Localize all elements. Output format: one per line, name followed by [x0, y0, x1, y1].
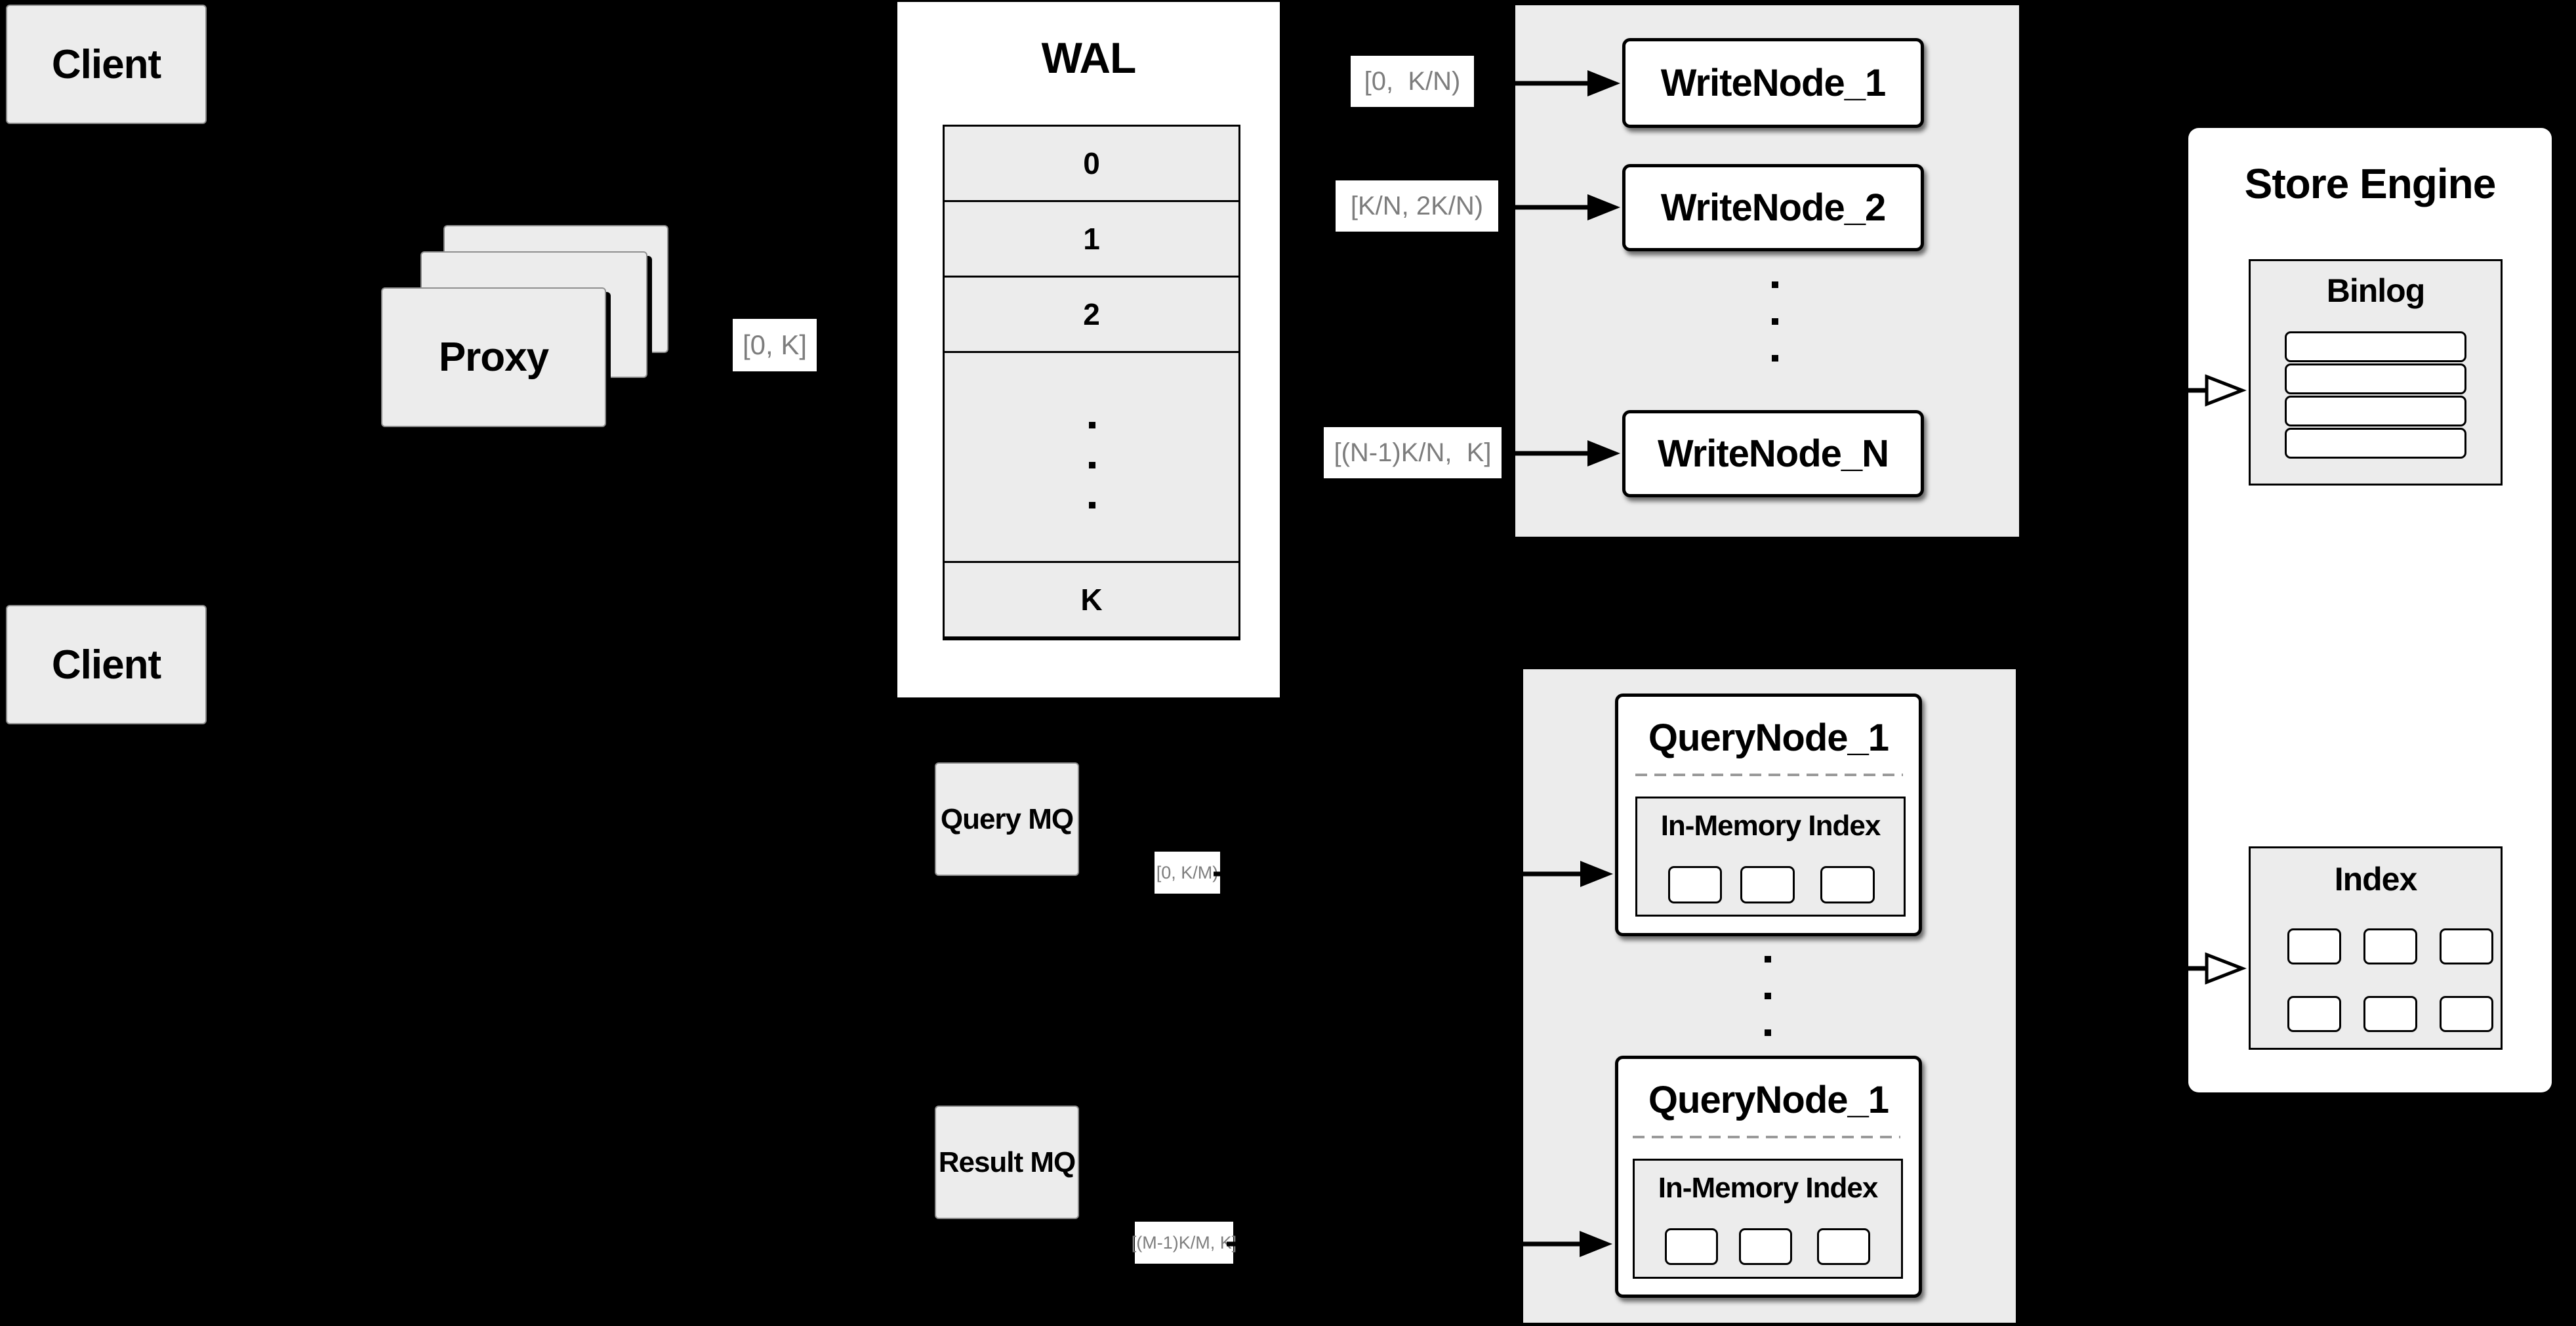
in-memory-index-title-bottom: In-Memory Index: [1658, 1172, 1879, 1204]
client-bottom-label: Client: [51, 642, 161, 688]
in-memory-index-box-bottom: In-Memory Index: [1633, 1159, 1903, 1279]
memory-segment: [1668, 866, 1722, 903]
index-box: Index: [2249, 846, 2503, 1050]
client-box-top: Client: [6, 5, 207, 124]
binlog-row: [2285, 428, 2466, 459]
index-cell: [2363, 996, 2417, 1032]
memory-segment: [1817, 1228, 1870, 1265]
range-label-write-1: [0, K/N): [1351, 56, 1474, 107]
query-mq-label: Query MQ: [940, 802, 1074, 835]
range-label-write-n: [(N-1)K/N, K]: [1324, 427, 1502, 478]
wal-box: WAL 0 1 2 K: [897, 2, 1280, 697]
index-cell: [2287, 996, 2341, 1032]
memory-segment: [1820, 866, 1875, 903]
querynode-top-title: QueryNode_1: [1648, 716, 1889, 759]
wal-row-2: 2: [945, 278, 1238, 353]
querynode-top-divider: [1635, 774, 1903, 776]
writenode-n-box: WriteNode_N: [1622, 410, 1924, 497]
binlog-title: Binlog: [2326, 272, 2426, 309]
index-title: Index: [2334, 861, 2418, 898]
client-top-label: Client: [51, 41, 161, 87]
in-memory-index-box-top: In-Memory Index: [1635, 797, 1906, 917]
wal-row-0: 0: [945, 127, 1238, 202]
querynode-bottom-box: QueryNode_1 In-Memory Index: [1615, 1056, 1922, 1298]
wal-row-ellipsis: [945, 353, 1238, 563]
proxy-card-front: Proxy: [381, 287, 606, 427]
proxy-label: Proxy: [438, 335, 549, 380]
writenode-1-box: WriteNode_1: [1622, 38, 1924, 128]
query-mq-box: Query MQ: [935, 762, 1079, 876]
binlog-row: [2285, 331, 2466, 362]
wal-row-k: K: [945, 563, 1238, 638]
binlog-row: [2285, 363, 2466, 394]
memory-segment: [1740, 866, 1795, 903]
binlog-box: Binlog: [2249, 259, 2503, 486]
querynode-top-box: QueryNode_1 In-Memory Index: [1615, 694, 1922, 936]
store-engine-box: Store Engine Binlog Index: [2188, 128, 2552, 1092]
writenode-2-box: WriteNode_2: [1622, 164, 1924, 251]
client-box-bottom: Client: [6, 605, 207, 724]
index-cell: [2440, 996, 2493, 1032]
index-cell: [2363, 928, 2417, 964]
range-label-query-bottom: [(M-1)K/M, K]: [1132, 1222, 1237, 1264]
vertical-ellipsis-icon: [1765, 956, 1771, 1036]
range-label-proxy-wal: [0, K]: [733, 319, 817, 371]
index-cell: [2287, 928, 2341, 964]
result-mq-label: Result MQ: [938, 1146, 1076, 1178]
writenode-2-label: WriteNode_2: [1660, 186, 1886, 229]
writenode-1-label: WriteNode_1: [1660, 62, 1886, 104]
range-label-write-2: [K/N, 2K/N): [1336, 180, 1498, 232]
memory-segment: [1665, 1228, 1718, 1265]
querynode-bottom-divider: [1633, 1136, 1900, 1138]
wal-row-1: 1: [945, 202, 1238, 278]
binlog-row: [2285, 396, 2466, 426]
vertical-ellipsis-icon: [1772, 281, 1778, 362]
store-engine-title: Store Engine: [2244, 160, 2497, 207]
wal-table: 0 1 2 K: [943, 125, 1240, 640]
vertical-ellipsis-icon: [1089, 422, 1095, 508]
in-memory-index-title-top: In-Memory Index: [1660, 810, 1881, 842]
writenode-n-label: WriteNode_N: [1657, 432, 1889, 475]
memory-segment: [1739, 1228, 1792, 1265]
querynode-bottom-title: QueryNode_1: [1648, 1078, 1889, 1121]
wal-title: WAL: [1041, 33, 1137, 82]
result-mq-box: Result MQ: [935, 1106, 1079, 1219]
index-cell: [2440, 928, 2493, 964]
range-label-query-top: [0, K/M): [1155, 852, 1220, 894]
